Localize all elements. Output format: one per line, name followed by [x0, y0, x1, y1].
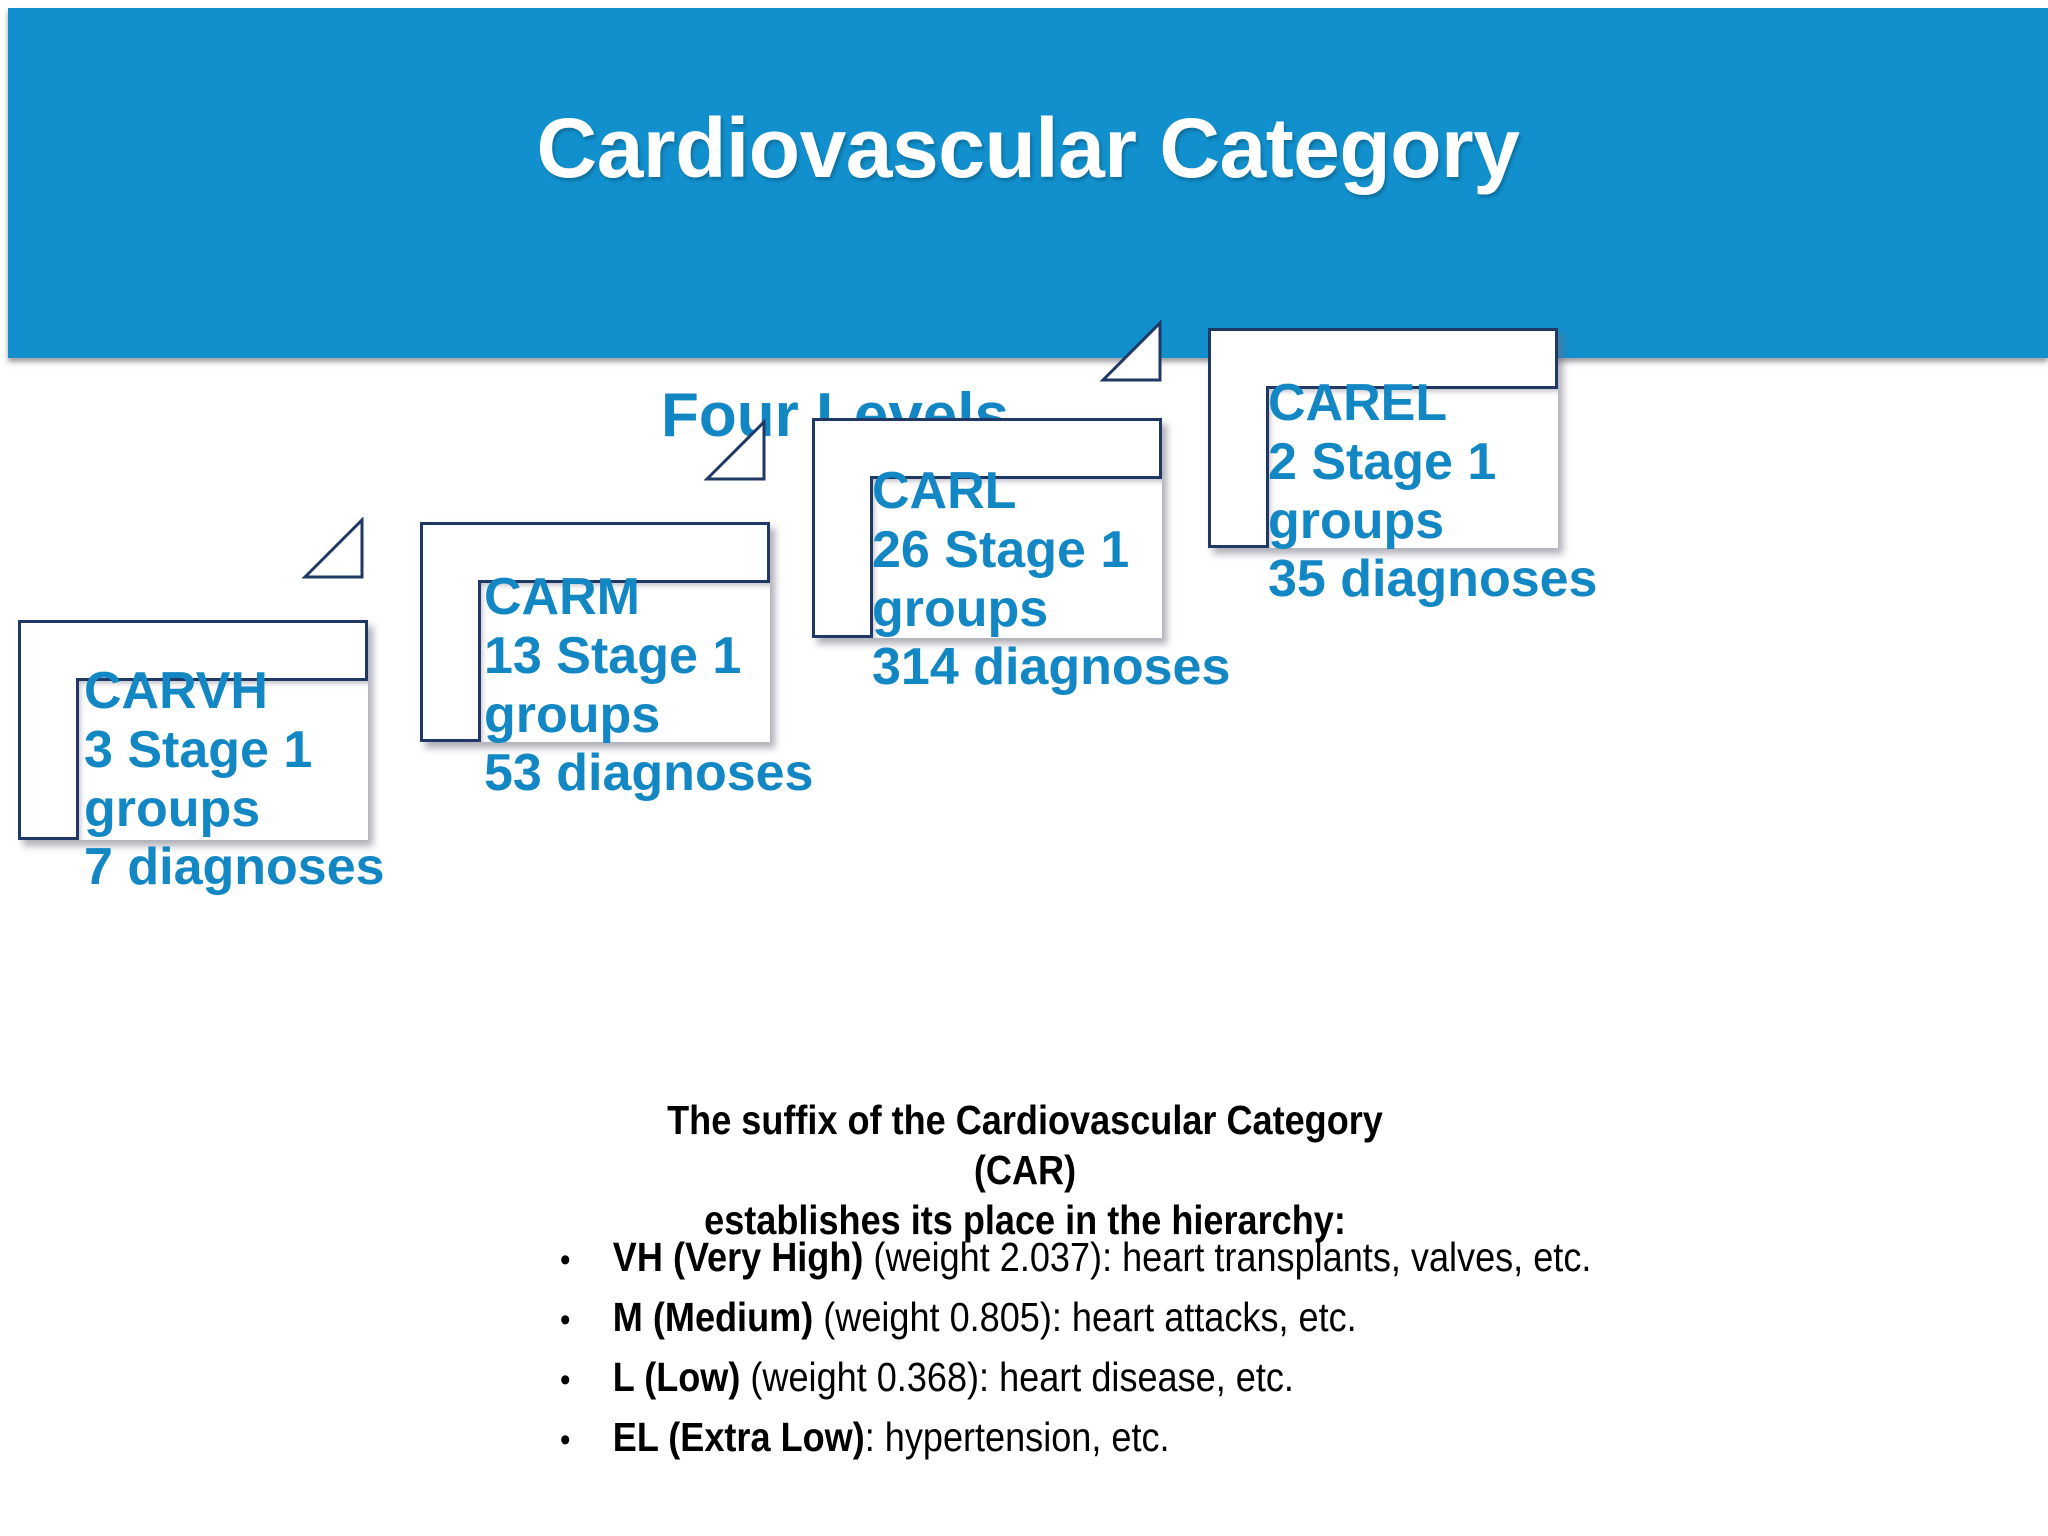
list-item: • EL (Extra Low) : hypertension, etc. — [560, 1412, 1598, 1462]
carl-step-triangle — [1099, 319, 1162, 382]
bullet-dot-icon: • — [560, 1421, 571, 1460]
bullet-term: EL (Extra Low) — [612, 1414, 865, 1461]
suffix-bullet-list: • VH (Very High) (weight 2.037): heart t… — [560, 1232, 1598, 1472]
carvh-label: CARVH 3 Stage 1 groups 7 diagnoses — [84, 662, 385, 897]
bullet-dot-icon: • — [560, 1241, 571, 1279]
bullet-term: VH (Very High) — [612, 1234, 864, 1280]
carm-step-triangle — [703, 418, 766, 481]
carel-label: CAREL 2 Stage 1 groups 35 diagnoses — [1268, 374, 1598, 609]
bullet-description: : hypertension, etc. — [864, 1414, 1170, 1461]
level-step-carvh — [18, 620, 368, 840]
level-step-carm — [420, 522, 770, 742]
carl-bracket-notch — [870, 476, 1162, 638]
page-title: Cardiovascular Category — [536, 101, 1520, 195]
level-step-carl — [812, 418, 1162, 638]
explainer-heading: The suffix of the Cardiovascular Categor… — [616, 1095, 1434, 1245]
carvh-step-triangle — [301, 516, 364, 579]
bullet-dot-icon: • — [560, 1301, 571, 1340]
list-item: • VH (Very High) (weight 2.037): heart t… — [560, 1232, 1598, 1282]
carvh-bracket-notch — [76, 678, 368, 840]
explainer-line-1: The suffix of the Cardiovascular Categor… — [667, 1097, 1383, 1194]
title-banner: Cardiovascular Category — [8, 8, 2048, 358]
explainer-line-2: establishes its place in the hierarchy: — [704, 1197, 1346, 1244]
carl-label: CARL 26 Stage 1 groups 314 diagnoses — [872, 462, 1231, 697]
level-step-carel — [1208, 328, 1558, 548]
bullet-dot-icon: • — [560, 1361, 571, 1400]
bullet-term: L (Low) — [612, 1354, 741, 1401]
bullet-term: M (Medium) — [612, 1294, 814, 1341]
carel-bracket-notch — [1266, 386, 1558, 548]
carm-bracket-notch — [478, 580, 770, 742]
bullet-description: (weight 2.037): heart transplants, valve… — [863, 1234, 1592, 1280]
list-item: • L (Low) (weight 0.368): heart disease,… — [560, 1352, 1598, 1402]
bullet-description: (weight 0.805): heart attacks, etc. — [813, 1294, 1357, 1341]
list-item: • M (Medium) (weight 0.805): heart attac… — [560, 1292, 1598, 1342]
carm-label: CARM 13 Stage 1 groups 53 diagnoses — [484, 568, 814, 803]
bullet-description: (weight 0.368): heart disease, etc. — [740, 1354, 1294, 1401]
